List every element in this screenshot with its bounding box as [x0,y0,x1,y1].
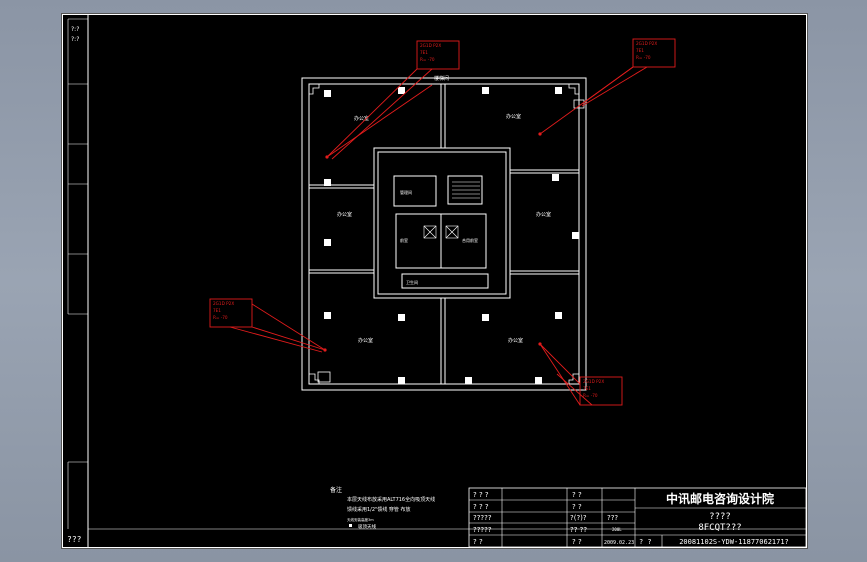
tl-mark-2: ?:? [71,36,79,43]
building-walls [301,77,587,391]
drawing-number: 20081102S-YDW-11877062171? [679,538,789,546]
core-label: 前室 [400,237,408,243]
title-block: ? ? ? ? ? ? ????? ????? ? ? ? ? ? ? ?(?)… [468,487,807,548]
tb-label: ????? [473,514,492,522]
core-label: 合用前室 [462,237,478,243]
tb-label: ??? [607,514,618,522]
notes-legend: 吸顶天线 [358,523,376,530]
tb-label: ? ? ? [473,503,489,511]
tb-label: ? ? [572,491,582,499]
svg-text:7E1: 7E1 [583,386,591,391]
room-label: 办公室 [358,337,373,344]
svg-text:2G1D P2X: 2G1D P2X [420,43,441,48]
tb-label: ? ? [473,538,483,546]
antenna-points [323,132,542,352]
svg-text:7E1: 7E1 [420,50,428,55]
left-strip-grid [67,18,88,529]
core-label: 卫生间 [406,279,418,285]
annotation-texts: 2G1D P2X 7E1 R= -70 2G1D P2X 7E1 R= -70 … [213,41,657,398]
tb-label: ? ? [572,503,582,511]
drawing-title-line2: 8FCQT??? [698,523,741,533]
notes-line: 本层天线布放采用ALT716全向吸顶天线 [347,496,435,503]
tb-date: 2009.02.23 [604,540,634,546]
drawing-notes: 备注 本层天线布放采用ALT716全向吸顶天线 馈线采用1/2"馈线 穿管 布放… [330,486,435,530]
tb-small: 200L [612,527,622,532]
svg-text:R= -70: R= -70 [636,55,651,60]
svg-text:2G1D P2X: 2G1D P2X [583,379,604,384]
annotation-box [416,40,460,70]
annotation-box [579,376,623,406]
tb-label: ?? ?? [570,526,587,534]
company-name: 中讯邮电咨询设计院 [666,491,774,506]
structural-columns [324,87,579,384]
elevator-shafts [423,225,459,239]
sheet-border [62,14,807,548]
floor-plan-drawing: ?:? ?:? ??? [62,14,807,548]
core-labels: 管理间 前室 合用前室 卫生间 [400,189,478,285]
room-label: 办公室 [508,337,523,344]
notes-small: 天线安装高度3m [347,517,374,522]
svg-text:2G1D P2X: 2G1D P2X [636,41,657,46]
tb-label: ? ? ? [473,491,489,499]
antenna-annotations [209,38,676,406]
stair-hatch [452,181,480,199]
corner-details [308,83,585,385]
room-label: 办公室 [354,115,369,122]
svg-text:R= -70: R= -70 [213,315,228,320]
tb-label: ????? [473,526,492,534]
left-strip-label: ??? [67,535,82,544]
cad-drawing-sheet: ?:? ?:? ??? [61,13,808,549]
svg-text:R= -70: R= -70 [583,393,598,398]
legend-symbol [349,524,352,527]
svg-text:2G1D P2X: 2G1D P2X [213,301,234,306]
tb-page-mark: ? ? [639,538,652,546]
notes-title: 备注 [330,486,342,494]
tb-label: ? ? [572,538,582,546]
drawing-title-line1: ???? [709,512,731,522]
core-label: 管理间 [400,189,412,195]
svg-text:7E1: 7E1 [213,308,221,313]
stair-tag: 楼梯间 [434,75,449,82]
room-labels: 办公室 办公室 办公室 办公室 办公室 办公室 [337,113,551,344]
tl-mark-1: ?:? [71,26,79,33]
notes-line: 馈线采用1/2"馈线 穿管 布放 [347,506,411,513]
room-label: 办公室 [506,113,521,120]
svg-text:7E1: 7E1 [636,48,644,53]
annotation-box [632,38,676,68]
room-label: 办公室 [337,211,352,218]
tb-label: ?(?)? [570,514,587,522]
room-label: 办公室 [536,211,551,218]
svg-text:R= -70: R= -70 [420,57,435,62]
